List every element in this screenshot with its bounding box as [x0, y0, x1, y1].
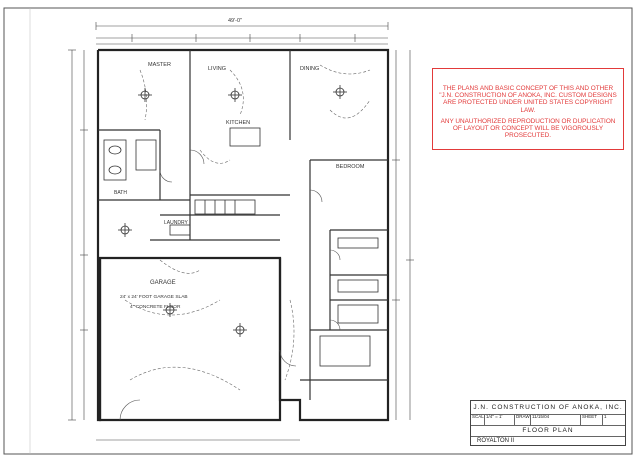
bedroom-label: BEDROOM	[336, 164, 365, 170]
light-fixtures	[118, 85, 347, 337]
dimension-lines	[68, 22, 414, 441]
dining-label: DINING	[300, 66, 319, 72]
bath-label: BATH	[114, 190, 127, 196]
date-value: 11/15/04	[531, 414, 581, 425]
title-block-title: FLOOR PLAN	[471, 425, 625, 437]
title-block: J.N. CONSTRUCTION OF ANOKA, INC. SCALE 1…	[470, 400, 626, 446]
fixtures	[103, 127, 379, 367]
overall-width-dimension: 49'-0"	[228, 18, 242, 24]
kitchen-label: KITCHEN	[226, 120, 250, 126]
sheet-value: 1	[604, 414, 607, 419]
drawn-label: DRAWN	[515, 414, 531, 425]
scale-label: SCALE	[471, 414, 485, 425]
garage-note-2: 4" CONCRETE FLOOR	[130, 304, 181, 310]
copyright-paragraph-1: The plans and basic concept of this and …	[439, 85, 617, 114]
living-label: LIVING	[208, 66, 226, 72]
laundry-label: LAUNDRY	[164, 220, 188, 226]
door-swings	[119, 149, 341, 421]
title-block-info-row: SCALE 1/4" = 1' DRAWN 11/15/04 SHEET 1	[471, 414, 625, 426]
copyright-paragraph-2: Any unauthorized reproduction or duplica…	[440, 117, 616, 140]
copyright-notice: The plans and basic concept of this and …	[432, 68, 624, 150]
exterior-walls	[96, 48, 390, 422]
sheet-label: SHEET	[581, 414, 603, 425]
title-block-plan-name: ROYALTON II	[477, 438, 515, 444]
garage-label: GARAGE	[150, 280, 176, 286]
master-label: MASTER	[148, 62, 171, 68]
garage-note: 24' x 24' FOOT GARAGE SLAB	[120, 294, 188, 300]
scale-value: 1/4" = 1'	[485, 414, 515, 425]
sheet-border	[3, 7, 633, 455]
title-block-company: J.N. CONSTRUCTION OF ANOKA, INC.	[471, 401, 625, 415]
interior-walls	[98, 50, 388, 400]
electrical-runs	[124, 64, 371, 391]
